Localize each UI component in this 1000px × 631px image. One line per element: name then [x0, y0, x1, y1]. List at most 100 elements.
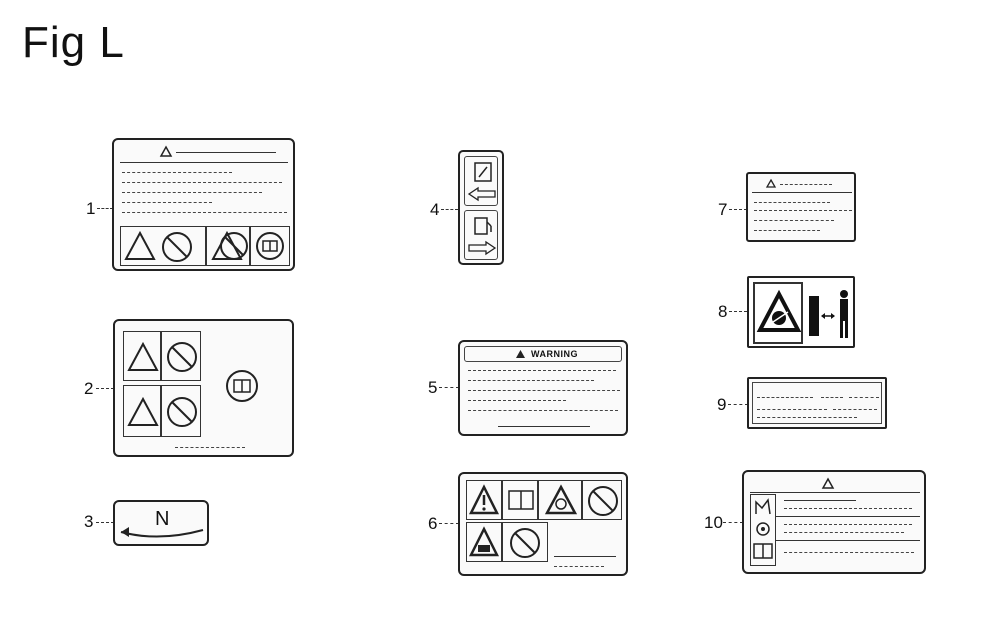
prohibition-circle-icon	[220, 232, 248, 260]
leader-line-8	[729, 311, 747, 312]
label-9-text-line	[757, 409, 827, 410]
label-5-text-line	[468, 380, 594, 381]
label-5-text-line	[468, 410, 618, 411]
safety-label-3: N	[113, 500, 209, 546]
leader-line-4	[441, 209, 458, 210]
label-10-row-divider	[776, 540, 920, 541]
safety-label-9	[747, 377, 887, 429]
leader-line-3	[96, 522, 114, 523]
safety-label-1	[112, 138, 295, 271]
label-2-pictogram-box	[123, 385, 161, 437]
label-6-pictogram-box	[466, 480, 502, 520]
label-7-text-line	[754, 210, 852, 211]
label-5-header: WARNING	[464, 346, 622, 362]
callout-3: 3	[84, 512, 94, 531]
label-5-text-line	[468, 400, 566, 401]
label-4-upper-panel	[464, 156, 498, 206]
prohibition-circle-icon	[167, 342, 197, 372]
warning-triangle-icon	[127, 341, 159, 371]
label-10-icon-column	[750, 494, 776, 566]
label-6-pictogram-box	[502, 522, 548, 562]
direction-arrow-icon	[120, 527, 204, 538]
manual-book-icon	[256, 232, 284, 260]
callout-10: 10	[704, 513, 723, 532]
arrow-left-icon	[467, 186, 496, 202]
label-7-text-line	[754, 220, 834, 221]
warning-triangle-icon	[127, 396, 159, 426]
label-10-text-line	[784, 500, 856, 501]
label-7-rule	[752, 192, 852, 193]
safety-label-8	[747, 276, 855, 348]
label-5-text-line	[468, 370, 616, 371]
label-5-footer-line	[498, 426, 590, 427]
arrow-right-icon	[468, 240, 497, 256]
label-8-hazard-panel	[753, 282, 803, 344]
label-9-text-line	[757, 397, 813, 398]
warning-triangle-icon	[159, 145, 173, 157]
label-1-text-line	[122, 212, 287, 213]
label-6-footer-line	[554, 566, 604, 567]
callout-9: 9	[717, 395, 727, 414]
warning-triangle-icon	[468, 484, 500, 515]
warning-triangle-icon	[544, 484, 578, 515]
label-1-text-line	[122, 182, 282, 183]
prohibition-circle-icon	[162, 232, 192, 262]
label-9-text-line	[849, 397, 879, 398]
leader-line-5	[439, 387, 459, 388]
engine-hot-icon	[755, 498, 771, 515]
label-6-pictogram-box	[538, 480, 582, 520]
warning-triangle-icon	[468, 526, 500, 557]
label-7-heading-line	[780, 184, 832, 185]
label-9-text-line	[757, 417, 857, 418]
label-10-text-line	[784, 508, 912, 509]
callout-1: 1	[86, 199, 96, 218]
warning-triangle-icon	[756, 289, 802, 332]
label-10-text-line	[784, 524, 912, 525]
label-6-text-line	[554, 556, 616, 557]
label-10-row-divider	[776, 516, 920, 517]
fuel-pump-icon	[474, 217, 492, 235]
manual-book-icon	[508, 490, 534, 510]
warning-triangle-icon	[765, 178, 777, 188]
label-9-text-line	[833, 409, 877, 410]
warning-triangle-icon	[516, 350, 525, 358]
label-1-rule	[120, 162, 288, 163]
leader-line-6	[439, 523, 459, 524]
label-7-text-line	[754, 202, 830, 203]
figure-title: Fig L	[22, 18, 125, 67]
neutral-symbol: N	[155, 508, 170, 530]
label-2-pictogram-box	[161, 331, 201, 381]
label-1-pictogram-box	[250, 226, 290, 266]
warning-triangle-icon	[821, 477, 835, 489]
safety-label-6	[458, 472, 628, 576]
label-6-pictogram-box	[582, 480, 622, 520]
keep-distance-person-icon	[809, 290, 848, 338]
callout-7: 7	[718, 200, 728, 219]
label-1-text-line	[122, 172, 232, 173]
label-5-text-line	[468, 390, 620, 391]
leader-line-10	[723, 522, 743, 523]
leader-line-7	[729, 209, 747, 210]
label-6-pictogram-box	[466, 522, 502, 562]
prohibition-circle-icon	[510, 528, 540, 558]
callout-2: 2	[84, 379, 94, 398]
safety-label-4	[458, 150, 504, 265]
gear-icon	[756, 522, 770, 536]
manual-book-icon	[753, 543, 773, 559]
warning-triangle-icon	[124, 230, 156, 260]
label-6-pictogram-box	[502, 480, 538, 520]
callout-5: 5	[428, 378, 438, 397]
safety-label-10	[742, 470, 926, 574]
prohibition-circle-icon	[167, 397, 197, 427]
safety-label-5: WARNING	[458, 340, 628, 436]
label-7-text-line	[754, 230, 820, 231]
choke-lever-icon	[474, 162, 492, 182]
label-1-heading-line	[176, 152, 276, 153]
prohibition-circle-icon	[588, 486, 618, 516]
label-5-heading: WARNING	[531, 349, 578, 359]
label-2-pictogram-box	[123, 331, 161, 381]
label-1-pictogram-box	[120, 226, 206, 266]
manual-book-icon	[226, 370, 258, 402]
leader-line-9	[728, 404, 748, 405]
label-10-text-line	[784, 532, 904, 533]
